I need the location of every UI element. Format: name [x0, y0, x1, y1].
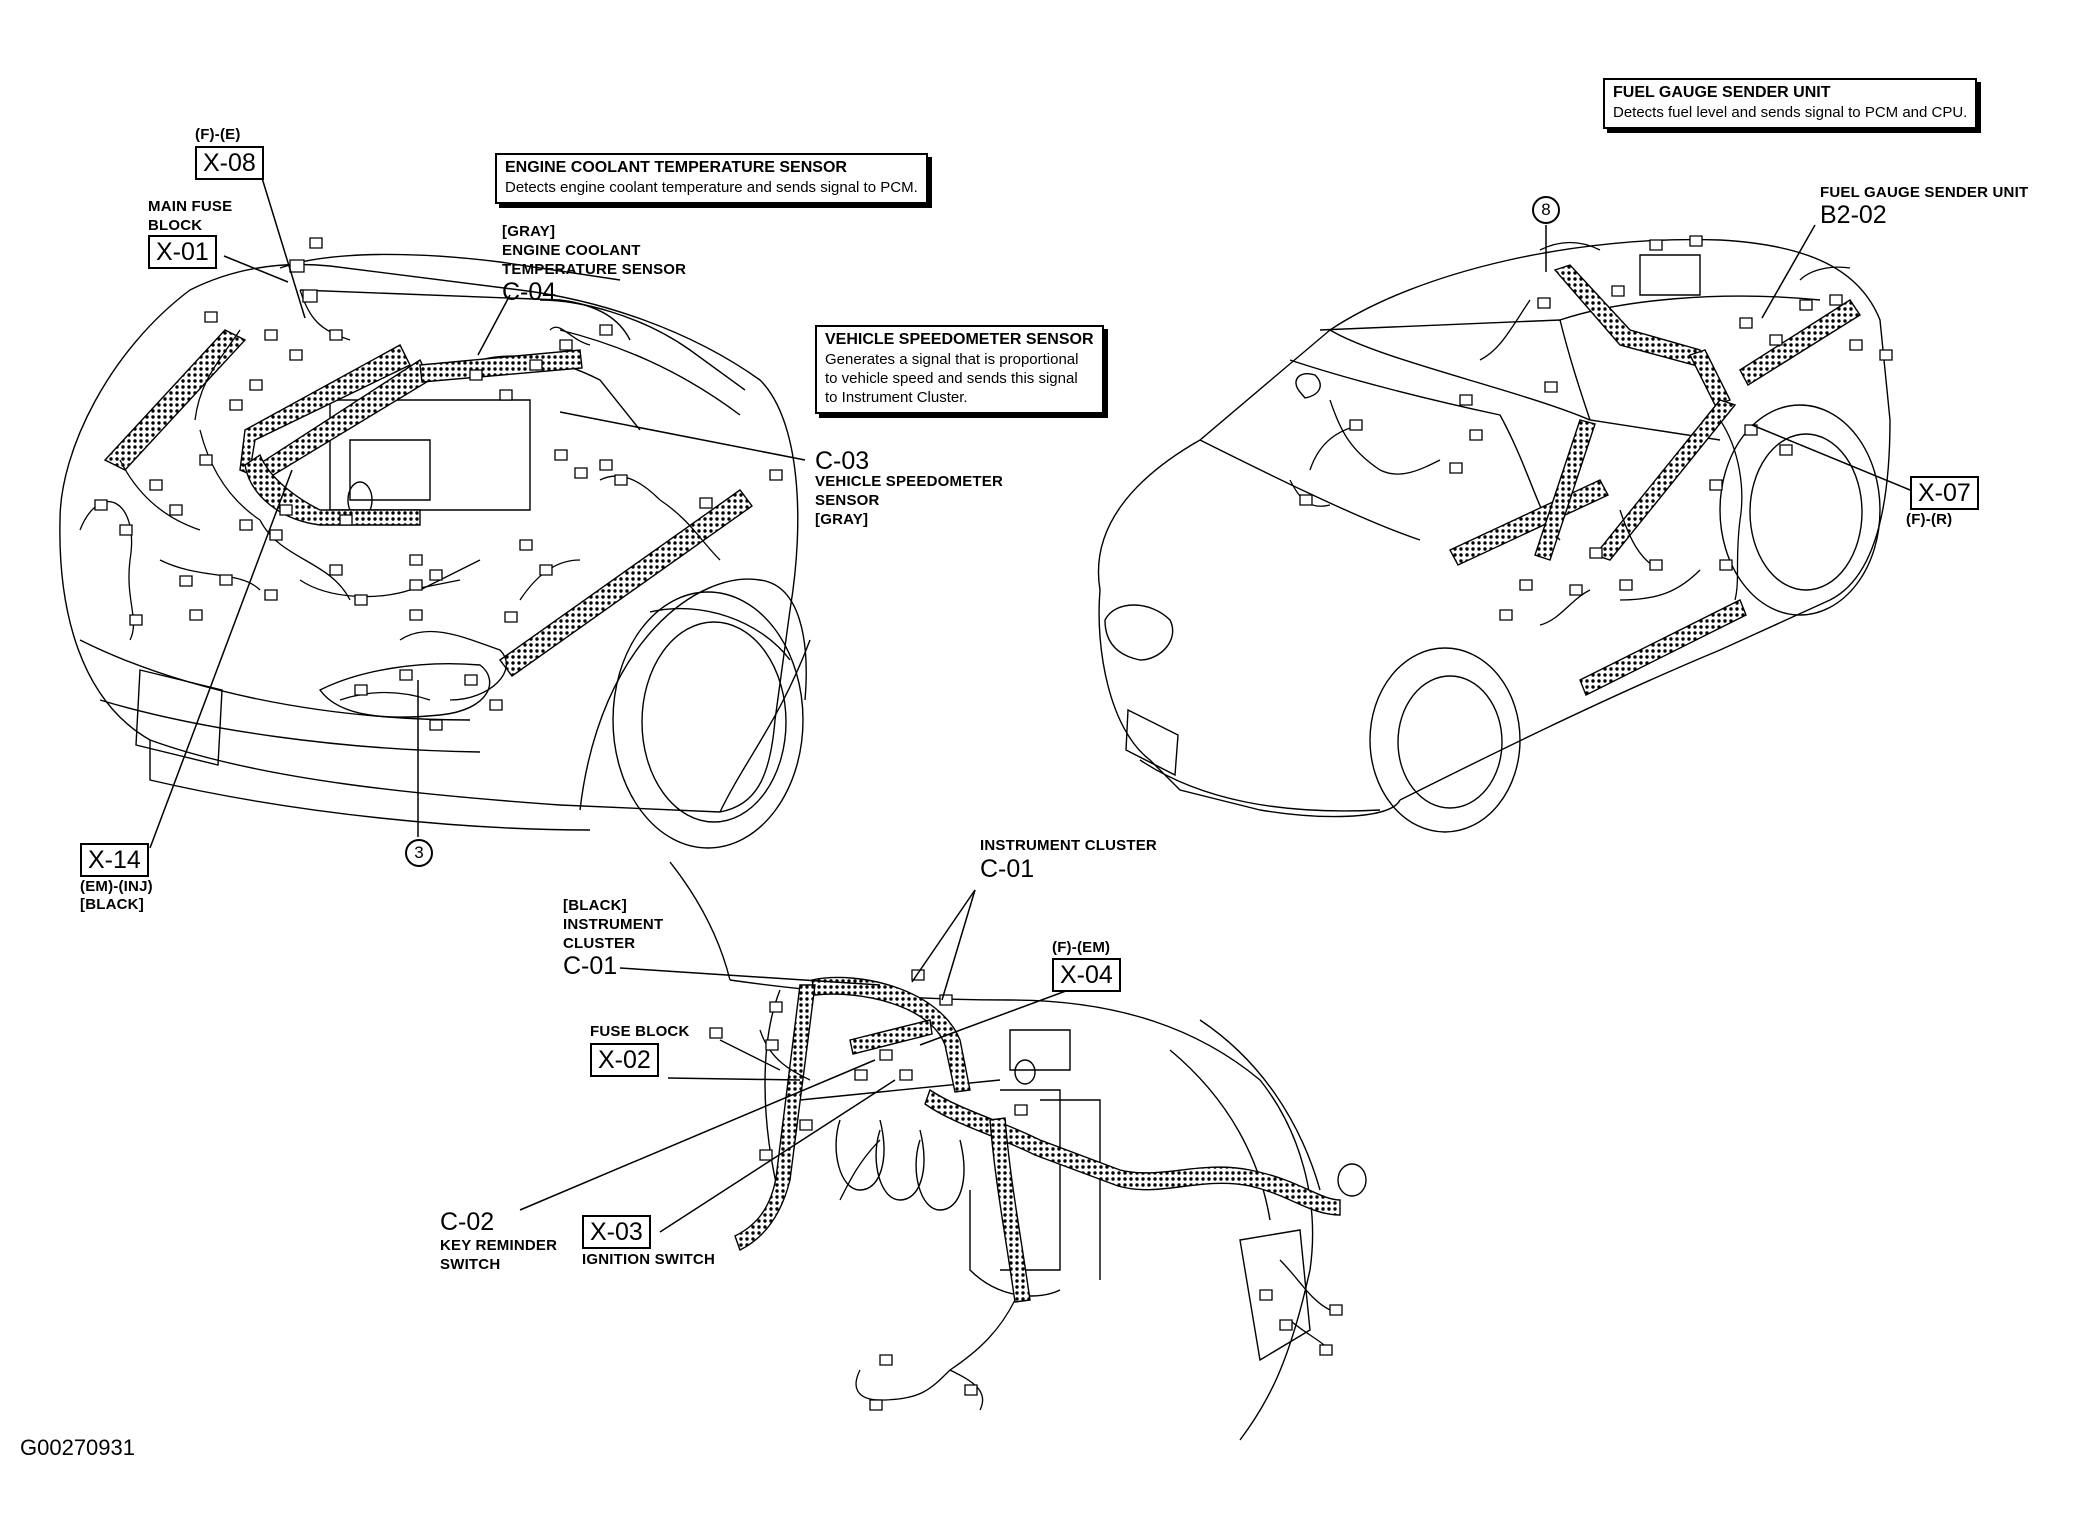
x14-label: [BLACK] [80, 896, 144, 913]
c02-connector-code: C-02 [440, 1208, 495, 1236]
x08-connector-code: X-08 [195, 146, 264, 180]
vss-info-desc-line: to Instrument Cluster. [825, 389, 968, 406]
ignition-switch-label: IGNITION SWITCH [582, 1251, 715, 1268]
ect-info-box: ENGINE COOLANT TEMPERATURE SENSOR Detect… [495, 153, 928, 204]
b202-label: FUEL GAUGE SENDER UNIT [1820, 184, 2029, 201]
fuel-info-title: FUEL GAUGE SENDER UNIT [1613, 84, 1831, 101]
vss-info-box: VEHICLE SPEEDOMETER SENSOR Generates a s… [815, 325, 1104, 414]
front-leaders [150, 178, 805, 848]
rear-connectors [1300, 236, 1892, 620]
dash-harness [735, 978, 1340, 1303]
ground-point-8: 8 [1532, 196, 1560, 224]
dash-leaders [520, 890, 1082, 1232]
c01-connector-code: C-01 [980, 855, 1035, 883]
x01-connector-code: X-01 [148, 235, 217, 269]
b202-connector-code: B2-02 [1820, 201, 1887, 229]
c04-connector-code: C-04 [502, 278, 557, 306]
vss-info-desc-line: Generates a signal that is proportional [825, 351, 1079, 368]
dash-body [670, 862, 1366, 1440]
c03-connector-code: C-03 [815, 447, 870, 475]
front-harness [105, 330, 752, 676]
c02-label: SWITCH [440, 1256, 501, 1273]
ground-point-3: 3 [405, 839, 433, 867]
main-fuse-block-label: MAIN FUSE [148, 198, 233, 215]
instrument-cluster-label: INSTRUMENT CLUSTER [980, 837, 1157, 854]
fuel-info-desc: Detects fuel level and sends signal to P… [1613, 104, 1968, 121]
main-fuse-block-label: BLOCK [148, 217, 203, 234]
c01-left-label: [BLACK] [563, 897, 627, 914]
x07-sub-label: (F)-(R) [1906, 511, 1953, 528]
c03-label: [GRAY] [815, 511, 869, 528]
rear-car-body [1098, 240, 1890, 832]
c04-label: TEMPERATURE SENSOR [502, 261, 687, 278]
c04-label: ENGINE COOLANT [502, 242, 641, 259]
vss-info-title: VEHICLE SPEEDOMETER SENSOR [825, 331, 1094, 348]
front-wires [80, 290, 720, 700]
fuel-info-box: FUEL GAUGE SENDER UNIT Detects fuel leve… [1603, 78, 1978, 129]
rear-wires [1290, 243, 1850, 626]
rear-leaders [1546, 225, 1910, 490]
x07-connector-code: X-07 [1910, 476, 1979, 510]
dash-connectors [710, 970, 1342, 1410]
x04-connector-code: X-04 [1052, 958, 1121, 992]
c03-label: VEHICLE SPEEDOMETER [815, 473, 1003, 490]
dash-wires [720, 1030, 1330, 1410]
c03-label: SENSOR [815, 492, 880, 509]
c04-label: [GRAY] [502, 223, 556, 240]
c01-left-connector-code: C-01 [563, 952, 618, 980]
front-car-body [60, 254, 810, 848]
c01-left-label: INSTRUMENT [563, 916, 664, 933]
ect-info-desc: Detects engine coolant temperature and s… [505, 179, 918, 196]
x03-connector-code: X-03 [582, 1215, 651, 1249]
fuse-block-label: FUSE BLOCK [590, 1023, 690, 1040]
x14-connector-code: X-14 [80, 843, 149, 877]
figure-id: G00270931 [20, 1435, 135, 1460]
vss-info-desc-line: to vehicle speed and sends this signal [825, 370, 1078, 387]
c01-left-label: CLUSTER [563, 935, 636, 952]
ect-info-title: ENGINE COOLANT TEMPERATURE SENSOR [505, 159, 847, 176]
x04-sub-label: (F)-(EM) [1052, 939, 1111, 956]
x14-label: (EM)-(INJ) [80, 878, 153, 895]
c02-label: KEY REMINDER [440, 1237, 558, 1254]
x02-connector-code: X-02 [590, 1043, 659, 1077]
x08-sub-label: (F)-(E) [195, 126, 241, 143]
front-connectors [95, 238, 782, 730]
rear-harness [1450, 265, 1860, 695]
